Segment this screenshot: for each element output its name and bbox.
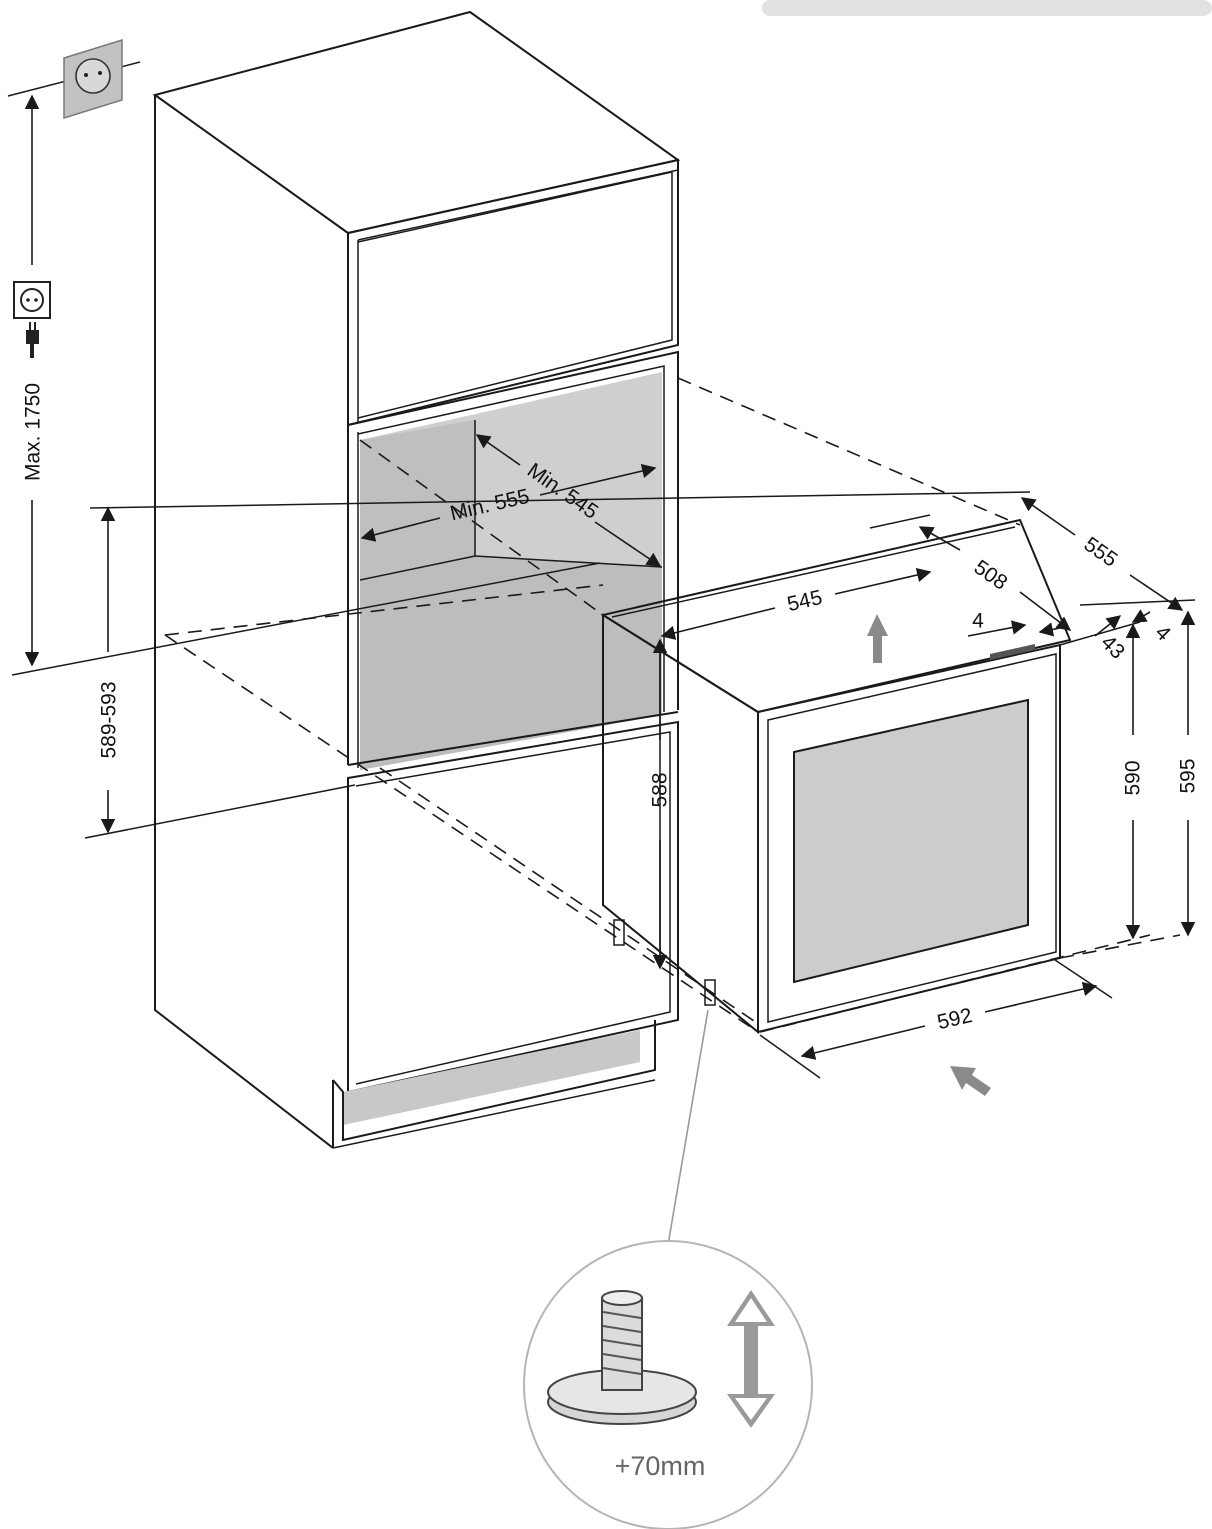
label-gap-right: 4 bbox=[1150, 621, 1175, 646]
plug-icon bbox=[26, 322, 39, 358]
label-total-height: 595 bbox=[1177, 758, 1200, 793]
push-arrow-icon bbox=[950, 1066, 991, 1096]
appliance-body bbox=[600, 518, 1072, 1035]
dimension-body-depth: 545 bbox=[660, 567, 932, 640]
dimension-niche-height: 589-593 bbox=[84, 491, 1031, 839]
label-door-thickness: 43 bbox=[1096, 631, 1129, 664]
wall-socket-icon bbox=[63, 38, 123, 120]
dimension-depth-total: 555 bbox=[1020, 497, 1184, 611]
tall-cabinet bbox=[152, 10, 681, 1149]
label-body-height: 588 bbox=[649, 772, 672, 807]
projection-lines bbox=[164, 377, 1181, 1033]
label-door-height: 590 bbox=[1122, 760, 1145, 795]
label-front-width: 592 bbox=[935, 1004, 974, 1034]
label-niche-height: 589-593 bbox=[98, 681, 121, 758]
label-socket-height: Max. 1750 bbox=[22, 383, 45, 481]
dimension-body-height: 588 bbox=[649, 638, 672, 970]
niche-floor bbox=[360, 556, 662, 770]
adjustable-foot-icon bbox=[547, 1290, 697, 1425]
foot-detail-callout: +70mm bbox=[523, 1009, 813, 1529]
label-foot-adjustment: +70mm bbox=[615, 1451, 706, 1481]
dimension-door-height: 590 bbox=[1059, 621, 1145, 940]
label-depth-total: 555 bbox=[1080, 533, 1122, 572]
label-gap-left: 4 bbox=[972, 610, 984, 633]
header-strip bbox=[762, 0, 1212, 16]
dimension-total-height: 595 bbox=[1177, 610, 1200, 937]
label-depth-inner: 508 bbox=[970, 556, 1012, 595]
lift-arrow-icon bbox=[867, 614, 888, 663]
double-arrow-icon bbox=[727, 1290, 775, 1428]
socket-symbol-icon bbox=[13, 281, 51, 319]
label-body-depth: 545 bbox=[785, 586, 824, 616]
